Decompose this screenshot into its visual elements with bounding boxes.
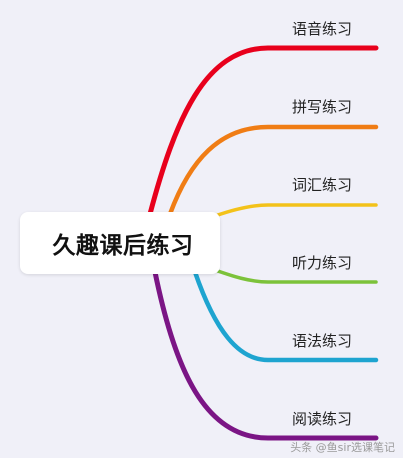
topic-label-listening[interactable]: 听力练习: [292, 254, 353, 272]
central-topic-label: 久趣课后练习: [52, 233, 194, 259]
branch-line-grammar: [192, 269, 379, 363]
topic-label-vocabulary[interactable]: 词汇练习: [292, 176, 353, 194]
topic-label-spelling[interactable]: 拼写练习: [292, 98, 353, 116]
topic-label-grammar[interactable]: 语法练习: [292, 332, 353, 350]
watermark-text: 头条 @鱼sir选课笔记: [290, 441, 395, 454]
branch-line-spelling: [167, 124, 379, 217]
topic-label-reading[interactable]: 阅读练习: [292, 410, 353, 428]
branch-line-reading: [152, 269, 379, 441]
topic-label-pronunciation[interactable]: 语音练习: [292, 20, 353, 38]
branch-line-pronunciation: [147, 45, 379, 217]
central-topic-node[interactable]: 久趣课后练习: [20, 212, 220, 274]
branch-line-vocabulary: [213, 203, 378, 218]
branch-line-listening: [213, 268, 378, 284]
